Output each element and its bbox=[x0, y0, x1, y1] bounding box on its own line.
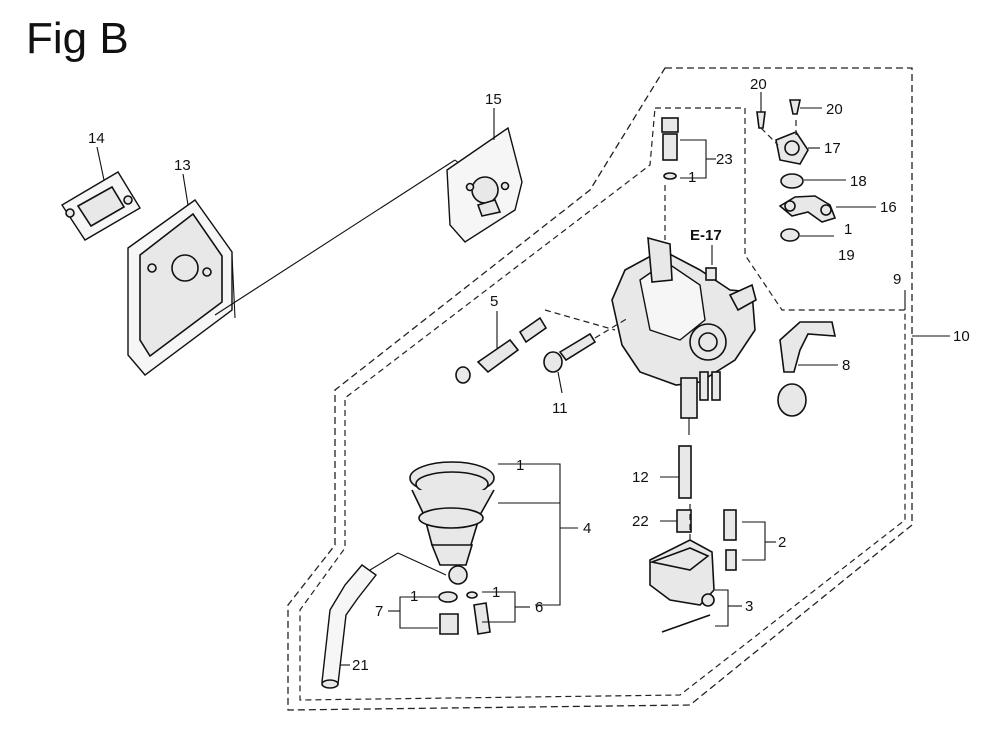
float-part-3 bbox=[649, 539, 715, 633]
callout-9: 9 bbox=[893, 271, 901, 288]
pilot-screw-part-5 bbox=[455, 316, 548, 384]
choke-parts bbox=[756, 99, 837, 242]
callout-20b: 20 bbox=[826, 101, 843, 118]
figure-title: Fig B bbox=[26, 14, 129, 63]
callout-1d: 1 bbox=[410, 588, 418, 605]
callout-11: 11 bbox=[552, 400, 568, 417]
callout-20a: 20 bbox=[750, 76, 767, 93]
callout-10: 10 bbox=[953, 328, 970, 345]
callout-6: 6 bbox=[535, 599, 543, 616]
drain-screw-part-6 bbox=[466, 591, 491, 635]
callout-15: 15 bbox=[485, 91, 502, 108]
callout-3: 3 bbox=[745, 598, 753, 615]
gasket-part-15 bbox=[446, 126, 523, 243]
callout-13: 13 bbox=[174, 157, 191, 174]
bolt-part-7 bbox=[438, 591, 459, 635]
insulator-part-13 bbox=[127, 199, 236, 376]
callout-1a: 1 bbox=[688, 169, 696, 186]
callout-4: 4 bbox=[583, 520, 591, 537]
choke-lever-part-8 bbox=[777, 321, 837, 417]
reference-label-e17: E-17 bbox=[690, 227, 722, 244]
callout-19: 19 bbox=[838, 247, 855, 264]
callout-1c: 1 bbox=[516, 457, 524, 474]
callout-8: 8 bbox=[842, 357, 850, 374]
callout-5: 5 bbox=[490, 293, 498, 310]
callout-17: 17 bbox=[824, 140, 841, 157]
callout-14: 14 bbox=[88, 130, 105, 147]
callout-2: 2 bbox=[778, 534, 786, 551]
assembly-boundary-10 bbox=[287, 67, 913, 711]
callout-23: 23 bbox=[716, 151, 733, 168]
gasket-part-14 bbox=[61, 171, 141, 241]
callout-22: 22 bbox=[632, 513, 649, 530]
screw-part-11 bbox=[543, 332, 597, 373]
carburetor-body bbox=[611, 236, 757, 419]
callout-18: 18 bbox=[850, 173, 867, 190]
fuel-tube-part-21 bbox=[321, 564, 378, 689]
callout-1b: 1 bbox=[844, 221, 852, 238]
jet-part-23 bbox=[661, 117, 679, 180]
main-jet-part-12 bbox=[676, 445, 692, 533]
callout-7: 7 bbox=[375, 603, 383, 620]
float-valve-part-2 bbox=[723, 509, 737, 571]
callout-12: 12 bbox=[632, 469, 649, 486]
float-bowl-part-4 bbox=[409, 461, 495, 585]
callout-16: 16 bbox=[880, 199, 897, 216]
callout-21: 21 bbox=[352, 657, 369, 674]
callout-1e: 1 bbox=[492, 584, 500, 601]
